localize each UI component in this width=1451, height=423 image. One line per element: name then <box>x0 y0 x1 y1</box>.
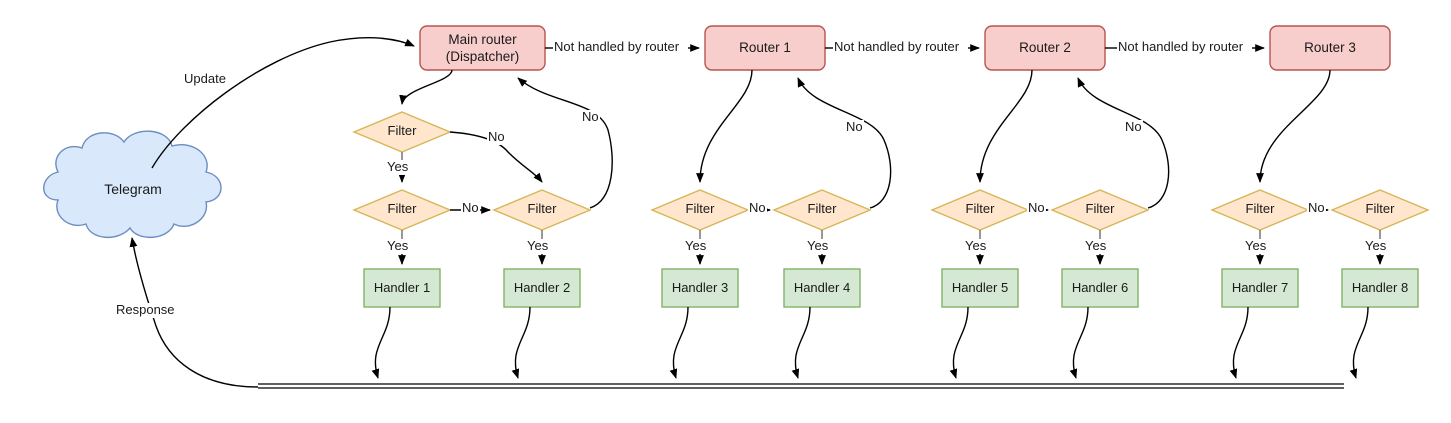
edge-update <box>151 37 415 169</box>
handler-2-shape[interactable] <box>503 268 581 308</box>
edge-no-back-r1 <box>797 77 892 209</box>
edge-label-no-back-2: No <box>845 119 864 135</box>
filter-8-label: Filter <box>1365 201 1395 216</box>
edge-no-back-main <box>517 77 613 209</box>
edge-label-no-chain-1: No <box>461 200 480 216</box>
router-main-label-line2: (Dispatcher) <box>445 49 520 64</box>
handler-7-label: Handler 7 <box>1231 280 1289 295</box>
edge-h2-to-bus <box>511 306 531 379</box>
edge-label-not-handled-3: Not handled by router <box>1117 39 1245 55</box>
filter-6-label: Filter <box>1085 201 1115 216</box>
handler-6-shape[interactable] <box>1061 268 1139 308</box>
filter-2-label: Filter <box>527 201 557 216</box>
edge-label-no-chain-2: No <box>748 200 767 216</box>
edge-label-yes-7: Yes <box>1084 238 1108 254</box>
filter-5-label: Filter <box>965 201 995 216</box>
edge-r2-to-filter5 <box>976 69 1033 183</box>
filter-7-label: Filter <box>1245 201 1275 216</box>
edge-label-yes-3: Yes <box>526 238 550 254</box>
handler-4-shape[interactable] <box>783 268 861 308</box>
handler-5-label: Handler 5 <box>951 280 1009 295</box>
handler-4-label: Handler 4 <box>793 280 851 295</box>
edge-label-yes-2: Yes <box>386 238 410 254</box>
filter-3-label: Filter <box>685 201 715 216</box>
filter-top-1-label: Filter <box>387 123 417 138</box>
edge-label-no-top-1: No <box>487 129 506 145</box>
handler-3-label: Handler 3 <box>671 280 729 295</box>
edge-label-yes-1: Yes <box>386 159 410 175</box>
handler-1-shape[interactable] <box>363 268 441 308</box>
edge-main-to-filter-top <box>399 69 453 105</box>
telegram-cloud-label: Telegram <box>104 181 162 197</box>
edge-label-no-chain-3: No <box>1027 200 1046 216</box>
edge-label-yes-4: Yes <box>684 238 708 254</box>
edge-label-yes-6: Yes <box>964 238 988 254</box>
edge-label-not-handled-1: Not handled by router <box>553 39 681 55</box>
edge-h1-to-bus <box>371 306 391 379</box>
handler-8-label: Handler 8 <box>1351 280 1409 295</box>
handler-2-label: Handler 2 <box>513 280 571 295</box>
handler-6-label: Handler 6 <box>1071 280 1129 295</box>
edge-response <box>129 237 259 388</box>
handler-7-shape[interactable] <box>1221 268 1299 308</box>
handler-3-shape[interactable] <box>661 268 739 308</box>
edge-label-yes-9: Yes <box>1364 238 1388 254</box>
edge-label-not-handled-2: Not handled by router <box>833 39 961 55</box>
edge-label-no-back-1: No <box>581 109 600 125</box>
handler-1-label: Handler 1 <box>373 280 431 295</box>
router-2-label: Router 2 <box>1019 40 1071 55</box>
edge-h5-to-bus <box>949 306 969 379</box>
edge-h7-to-bus <box>1229 306 1249 379</box>
telegram-cloud-shape <box>43 130 222 238</box>
router-3-label: Router 3 <box>1304 40 1356 55</box>
edge-h4-to-bus <box>791 306 811 379</box>
filter-4-label: Filter <box>807 201 837 216</box>
handler-8-shape[interactable] <box>1341 268 1419 308</box>
router-1-label: Router 1 <box>739 40 791 55</box>
edge-label-yes-8: Yes <box>1244 238 1268 254</box>
edge-h6-to-bus <box>1069 306 1089 379</box>
edge-label-update: Update <box>183 71 227 87</box>
edge-no-top-1 <box>449 131 543 183</box>
edge-r3-to-filter7 <box>1256 69 1331 183</box>
edge-r1-to-filter3 <box>696 69 753 183</box>
edge-label-response: Response <box>115 302 176 318</box>
handler-5-shape[interactable] <box>941 268 1019 308</box>
edge-no-back-r2 <box>1077 77 1170 209</box>
edge-h3-to-bus <box>669 306 689 379</box>
router-main-label-line1: Main router <box>448 32 517 47</box>
edge-h8-to-bus <box>1349 306 1369 379</box>
edge-label-no-chain-4: No <box>1307 200 1326 216</box>
edge-label-yes-5: Yes <box>806 238 830 254</box>
edge-label-no-back-3: No <box>1124 119 1143 135</box>
filter-1-label: Filter <box>387 201 417 216</box>
